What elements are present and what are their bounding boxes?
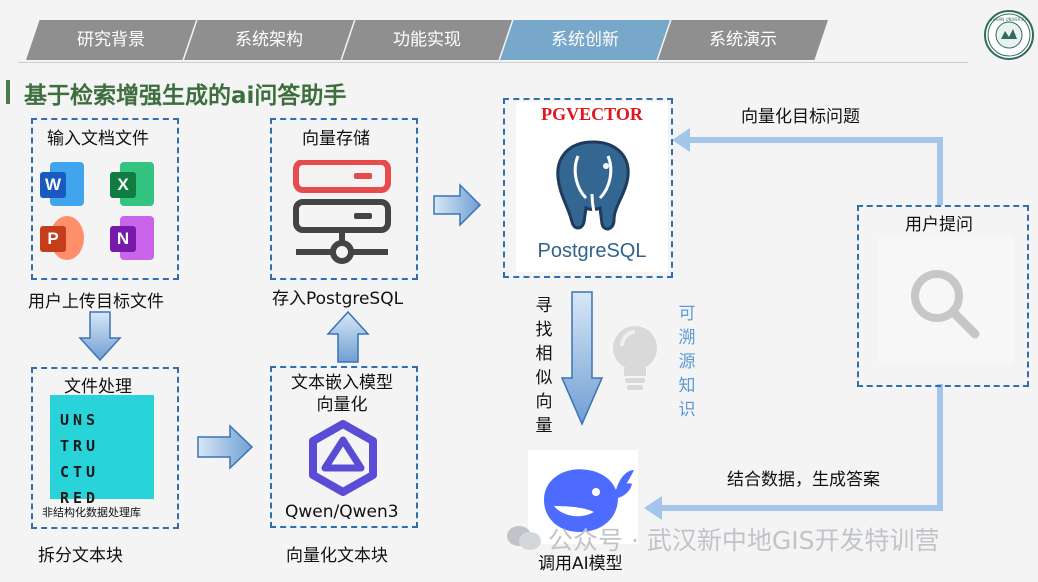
university-logo: WUHAN UNIVERSITY — [984, 10, 1034, 60]
unstructured-logo-line: CTU — [60, 463, 100, 481]
pgvector-title: PGVECTOR — [541, 104, 643, 124]
embedding-caption: 向量化文本块 — [286, 546, 388, 566]
wechat-icon — [507, 526, 541, 550]
nav-divider — [18, 62, 968, 63]
vector-store-title: 向量存储 — [302, 129, 370, 149]
qwen-logo-icon — [309, 420, 377, 496]
user-question-box — [857, 205, 1029, 387]
unstructured-lib-label: 非结构化数据处理库 — [42, 506, 141, 519]
powerpoint-icon: P — [40, 216, 84, 260]
traceable-knowledge-label: 可溯源知识 — [678, 304, 696, 420]
arrow-upload-to-process — [78, 311, 122, 362]
ai-model-panel — [528, 450, 638, 544]
word-icon: W — [40, 162, 84, 206]
embedding-model-box — [270, 366, 418, 528]
lightbulb-icon — [613, 326, 657, 390]
search-icon — [911, 270, 980, 339]
pgvector-panel: PGVECTOR PostgreSQL — [516, 102, 668, 272]
onenote-icon: N — [110, 216, 154, 260]
tab-system-innovation[interactable]: 系统创新 — [500, 20, 670, 60]
arrow-process-to-embed — [197, 424, 254, 470]
user-question-title: 用户提问 — [905, 215, 973, 235]
call-ai-label: 调用AI模型 — [538, 554, 623, 574]
file-process-caption: 拆分文本块 — [38, 546, 123, 566]
tab-feature-implementation[interactable]: 功能实现 — [342, 20, 512, 60]
input-docs-caption: 用户上传目标文件 — [28, 292, 164, 312]
watermark-text: 公众号 · 武汉新中地GIS开发特训营 — [548, 526, 940, 555]
vectorize-question-label: 向量化目标问题 — [741, 107, 860, 127]
title-accent — [6, 80, 10, 104]
arrow-pgvector-to-ai — [560, 291, 604, 426]
tab-system-demo[interactable]: 系统演示 — [658, 20, 828, 60]
svg-text:WUHAN UNIVERSITY: WUHAN UNIVERSITY — [989, 17, 1030, 22]
postgresql-wordmark: PostgreSQL — [537, 240, 647, 262]
excel-icon: X — [110, 162, 154, 206]
combine-answer-label: 结合数据，生成答案 — [727, 470, 880, 490]
input-docs-box — [31, 118, 179, 280]
find-similar-label: 寻找相似向量 — [535, 296, 553, 436]
server-icon — [293, 160, 391, 264]
unstructured-logo-line: RED — [60, 489, 100, 507]
unstructured-logo-line: TRU — [60, 437, 100, 455]
line-question-to-pgvector — [684, 137, 943, 205]
arrow-embed-to-store — [326, 310, 370, 363]
search-panel — [877, 236, 1013, 364]
file-process-title: 文件处理 — [64, 377, 132, 397]
arrow-store-to-pgvector — [433, 183, 482, 227]
embedding-model-title: 文本嵌入模型 向量化 — [291, 373, 393, 415]
input-docs-title: 输入文档文件 — [47, 129, 149, 149]
vector-store-box — [270, 118, 418, 280]
tab-research-background[interactable]: 研究背景 — [26, 20, 196, 60]
unstructured-logo: UNS TRU CTU RED — [50, 395, 154, 507]
vector-store-caption: 存入PostgreSQL — [272, 289, 404, 309]
unstructured-logo-line: UNS — [60, 411, 100, 429]
tab-system-architecture[interactable]: 系统架构 — [184, 20, 354, 60]
pgvector-box — [503, 98, 673, 278]
slide-title: 基于检索增强生成的ai问答助手 — [24, 83, 347, 109]
file-process-box — [31, 367, 179, 529]
deepseek-whale-icon — [544, 469, 634, 532]
line-question-to-ai — [656, 384, 943, 511]
postgresql-elephant-icon — [556, 140, 630, 231]
qwen-model-label: Qwen/Qwen3 — [285, 502, 399, 522]
